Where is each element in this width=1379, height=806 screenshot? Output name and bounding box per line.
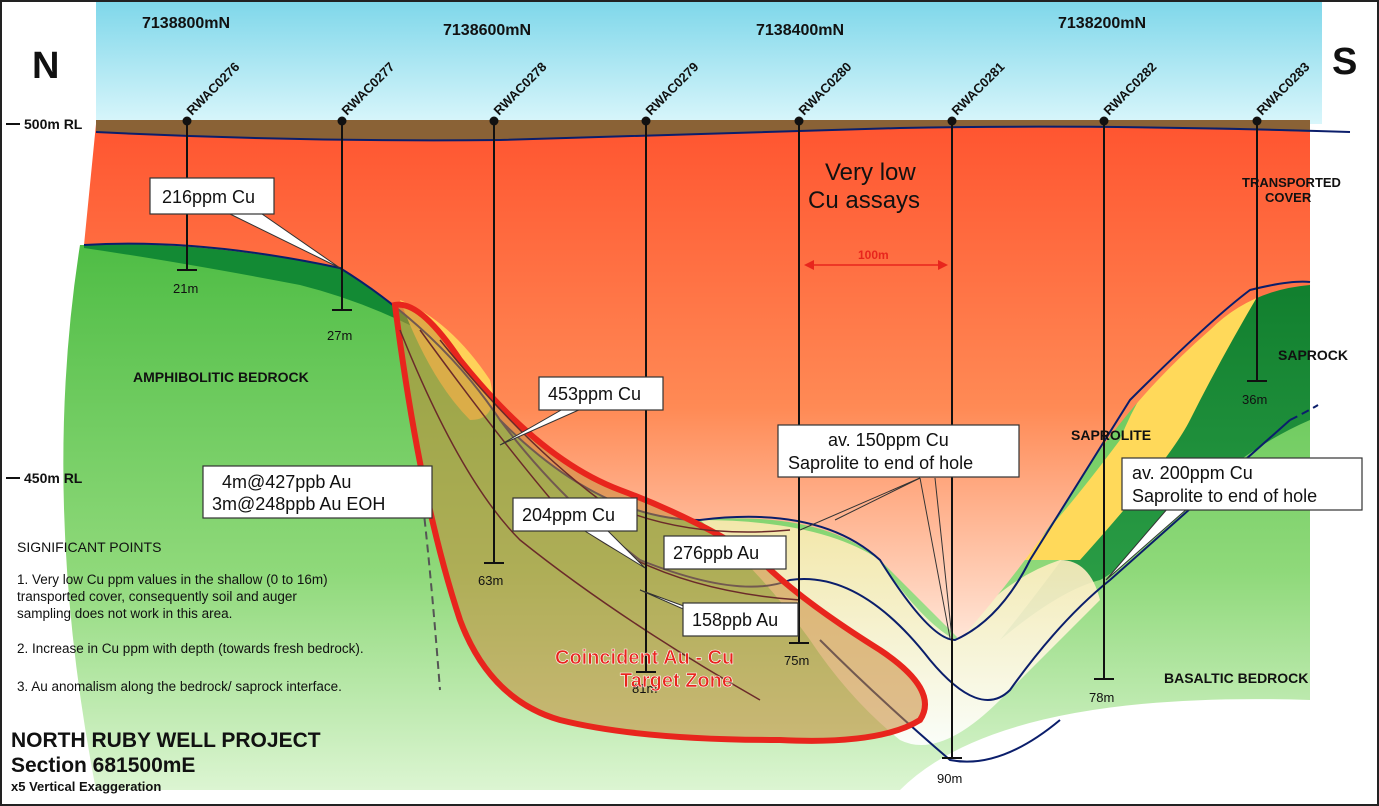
- svg-text:av. 150ppm Cu: av. 150ppm Cu: [828, 430, 949, 450]
- callout-158-au: 158ppb Au: [682, 602, 799, 637]
- transported-cover-label: TRANSPORTED: [1242, 175, 1341, 190]
- svg-text:276ppb Au: 276ppb Au: [673, 543, 759, 563]
- northing-label: 7138800mN: [142, 15, 230, 32]
- significant-heading: SIGNIFICANT POINTS: [17, 539, 161, 555]
- dashed-contact-east: [1289, 404, 1319, 421]
- project-name: NORTH RUBY WELL PROJECT: [11, 729, 321, 752]
- rl-label-450: 450m RL: [24, 470, 83, 486]
- hole-depth: 21m: [173, 281, 198, 296]
- target-zone-label: Coincident Au - Cu: [555, 647, 734, 669]
- transported-cover-zone: [84, 124, 1310, 640]
- callout-216-cu: 216ppm Cu: [149, 177, 275, 215]
- scale-bar: 100m: [804, 248, 948, 270]
- svg-text:204ppm Cu: 204ppm Cu: [522, 505, 615, 525]
- svg-text:av. 200ppm Cu: av. 200ppm Cu: [1132, 463, 1253, 483]
- rl-label-500: 500m RL: [24, 116, 83, 132]
- transported-cover-label: COVER: [1265, 190, 1312, 205]
- hole-depth: 81m: [632, 681, 657, 696]
- north-label: N: [32, 45, 59, 87]
- hole-depth: 36m: [1242, 392, 1267, 407]
- significant-point-1: transported cover, consequently soil and…: [17, 589, 297, 604]
- saprolite-zone-east: [1020, 292, 1260, 560]
- callout-453-cu: 453ppm Cu: [538, 376, 664, 411]
- hole-depth: 27m: [327, 328, 352, 343]
- svg-text:158ppb Au: 158ppb Au: [692, 610, 778, 630]
- soil-strip: [96, 120, 1310, 141]
- significant-point-1: 1. Very low Cu ppm values in the shallow…: [17, 572, 328, 587]
- callout-au-intercepts: 4m@427ppb Au 3m@248ppb Au EOH: [202, 465, 433, 519]
- svg-text:4m@427ppb Au: 4m@427ppb Au: [222, 472, 351, 492]
- saprolite-label: SAPROLITE: [1071, 427, 1151, 443]
- surface-profile-line: [95, 125, 1351, 142]
- svg-text:216ppm Cu: 216ppm Cu: [162, 187, 255, 207]
- significant-point-1: sampling does not work in this area.: [17, 606, 232, 621]
- target-contour-1: [399, 329, 761, 701]
- very-low-cu-text: Cu assays: [808, 187, 920, 214]
- amphibolitic-bedrock-label: AMPHIBOLITIC BEDROCK: [133, 369, 309, 385]
- callout-av200-cu: av. 200ppm Cu Saprolite to end of hole: [1121, 457, 1363, 511]
- very-low-cu-text: Very low: [825, 159, 916, 186]
- basaltic-bedrock-label: BASALTIC BEDROCK: [1164, 670, 1308, 686]
- target-zone-label: Target Zone: [620, 670, 733, 692]
- hole-depth: 78m: [1089, 690, 1114, 705]
- svg-text:Saprolite to end of hole: Saprolite to end of hole: [1132, 486, 1317, 506]
- project-section: Section 681500mE: [11, 754, 195, 777]
- significant-point-3: 3. Au anomalism along the bedrock/ sapro…: [17, 679, 342, 694]
- svg-text:453ppm Cu: 453ppm Cu: [548, 384, 641, 404]
- svg-text:Saprolite to end of hole: Saprolite to end of hole: [788, 453, 973, 473]
- callout-204-cu: 204ppm Cu: [512, 497, 638, 532]
- northing-label: 7138400mN: [756, 22, 844, 39]
- hole-depth: 75m: [784, 653, 809, 668]
- saprock-label: SAPROCK: [1278, 347, 1348, 363]
- vertical-exaggeration: x5 Vertical Exaggeration: [11, 779, 161, 794]
- callout-276-au: 276ppb Au: [663, 535, 787, 570]
- significant-point-2: 2. Increase in Cu ppm with depth (toward…: [17, 641, 364, 656]
- northing-label: 7138600mN: [443, 22, 531, 39]
- callout-av150-cu: av. 150ppm Cu Saprolite to end of hole: [777, 424, 1020, 478]
- hole-depth: 63m: [478, 573, 503, 588]
- south-label: S: [1332, 41, 1357, 83]
- hole-depth: 90m: [937, 771, 962, 786]
- svg-text:3m@248ppb Au EOH: 3m@248ppb Au EOH: [212, 494, 385, 514]
- cover-base-line: [83, 242, 1311, 642]
- scale-label: 100m: [858, 248, 889, 262]
- northing-label: 7138200mN: [1058, 15, 1146, 32]
- sky-band: [96, 2, 1322, 124]
